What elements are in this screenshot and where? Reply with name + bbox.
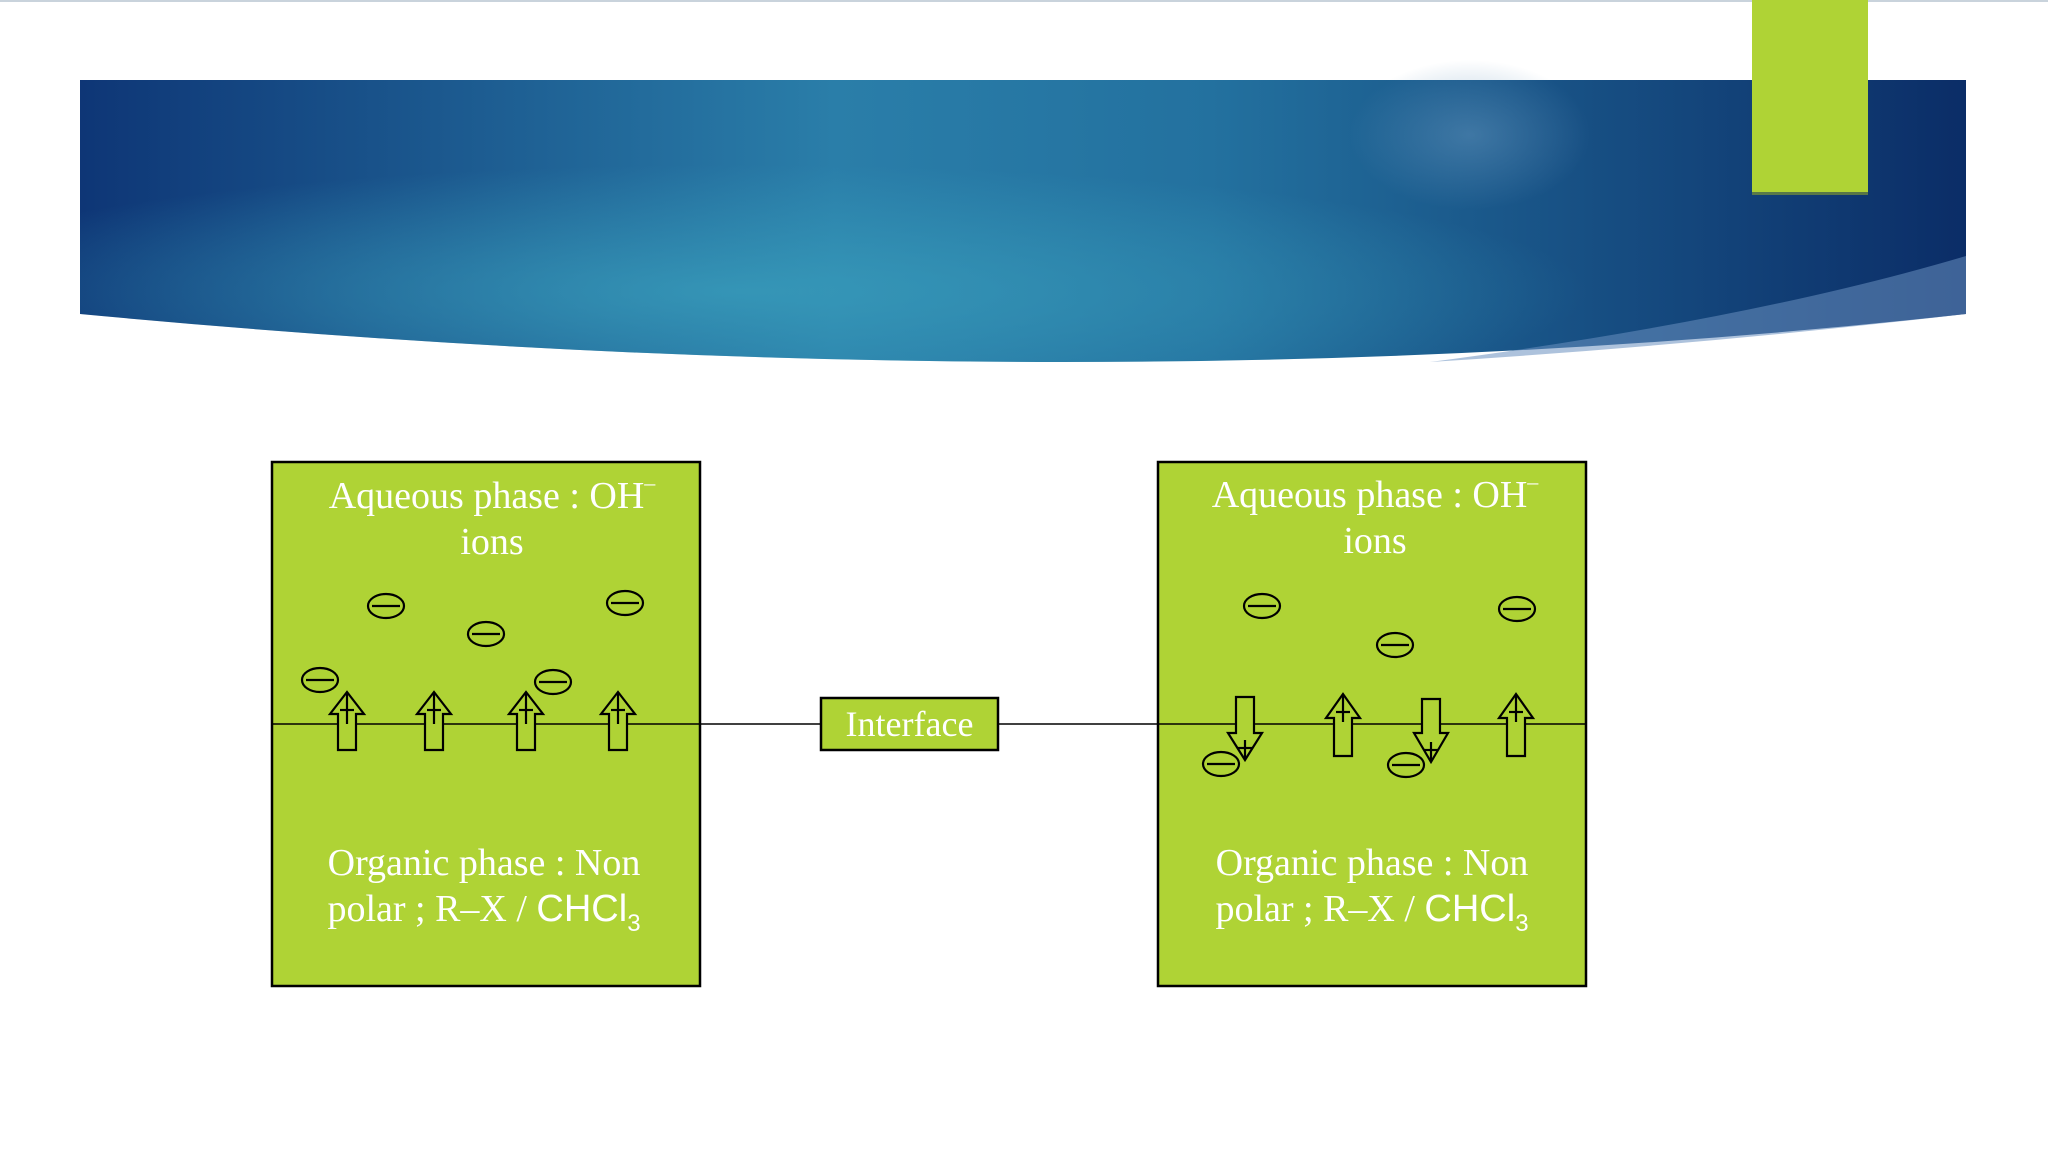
right-organic-line1: Organic phase : Non [1215,842,1529,884]
ion-symbol-icon [1497,595,1537,623]
ion-symbol-icon [1386,751,1426,779]
right-aqueous-sup: – [1527,469,1539,494]
left-aqueous-sup: – [644,470,656,495]
ion-symbol-icon [605,589,645,617]
down-arrow-icon [1412,697,1450,765]
interface-box [819,696,1000,752]
left-organic-label: Organic phase : Non polar ; R–X / CHCl3 [264,840,704,936]
top-hairline [0,0,2048,2]
up-arrow-icon [598,690,638,752]
up-arrow-icon [327,690,367,752]
ion-symbol-icon [1242,592,1282,620]
left-organic-formula: CHCl [536,888,628,930]
left-arrows [327,690,638,752]
left-aqueous-line2: ions [460,521,524,563]
ion-symbol-icon [466,620,506,648]
ion-symbol-icon [1201,750,1241,778]
up-arrow-icon [414,690,454,752]
interface-label: Interface [845,704,974,744]
ion-symbol-icon [1375,631,1415,659]
left-organic-sub: 3 [627,910,641,937]
right-aqueous-label: Aqueous phase : OH– ions [1155,469,1595,564]
down-arrow-icon [1226,695,1264,763]
ion-symbol-icon [300,666,340,694]
banner-glow [80,80,1966,362]
up-arrow-icon [1323,692,1363,758]
ion-symbol-icon [533,668,573,696]
right-ions [1201,592,1537,779]
left-aqueous-text: Aqueous phase : OH [328,475,645,517]
right-aqueous-text: Aqueous phase : OH [1211,474,1528,516]
up-arrow-icon [506,690,546,752]
right-organic-line2: polar ; R–X / [1215,888,1425,930]
right-aqueous-line2: ions [1343,520,1407,562]
accent-tab-shadow [1752,192,1868,195]
right-organic-formula: CHCl [1424,888,1516,930]
right-organic-sub: 3 [1515,910,1529,937]
banner-swoosh [1430,256,1966,362]
up-arrow-icon [1496,692,1536,758]
left-aqueous-label: Aqueous phase : OH– ions [272,470,712,565]
ion-symbol-icon [366,592,406,620]
right-arrows [1226,692,1536,765]
left-ions [300,589,645,696]
right-organic-label: Organic phase : Non polar ; R–X / CHCl3 [1152,840,1592,936]
left-organic-line1: Organic phase : Non [327,842,641,884]
accent-tab [1752,0,1868,192]
left-organic-line2: polar ; R–X / [327,888,537,930]
banner-spot [1350,60,1590,210]
